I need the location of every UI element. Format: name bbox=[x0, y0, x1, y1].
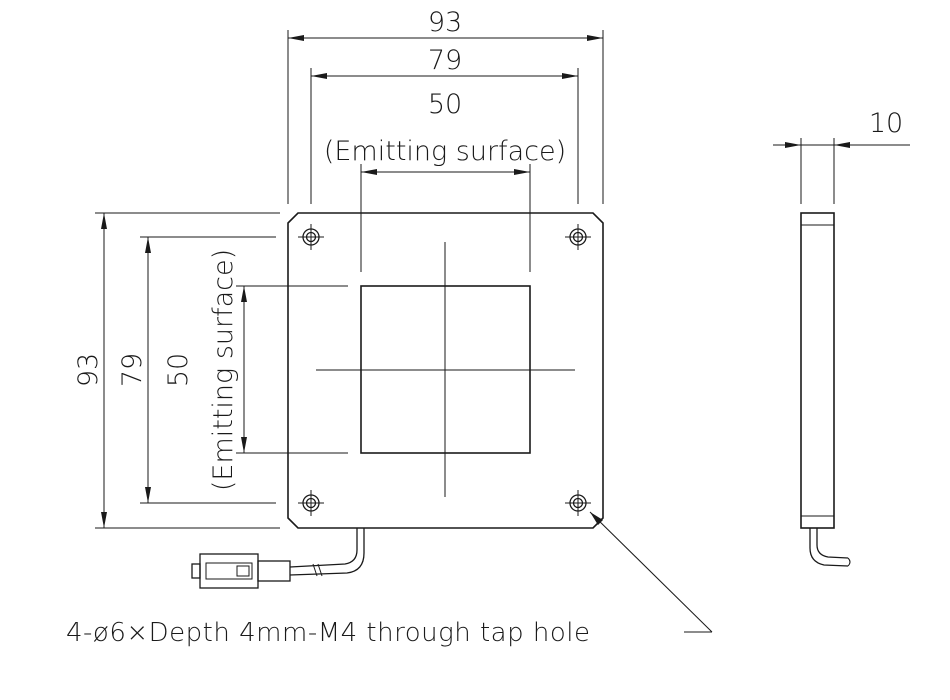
dim-top-emitting-note: (Emitting surface) bbox=[324, 136, 566, 167]
dim-left-overall: 93 bbox=[73, 353, 104, 387]
dim-top-overall: 93 bbox=[428, 7, 462, 38]
dim-left-emitting-note: (Emitting surface) bbox=[208, 249, 239, 491]
cable bbox=[289, 528, 365, 577]
dim-side-thickness: 10 bbox=[869, 108, 903, 139]
mounting-hole-top-left bbox=[298, 224, 324, 250]
dim-top-emitting: 50 bbox=[428, 89, 462, 120]
left-dimensions: 93 79 50 (Emitting surface) bbox=[73, 212, 348, 529]
mounting-hole-top-right bbox=[565, 224, 591, 250]
dim-left-emitting: 50 bbox=[163, 353, 194, 387]
dim-left-hole-pitch: 79 bbox=[117, 353, 148, 387]
side-view: 10 bbox=[773, 108, 910, 567]
top-dimensions: 93 79 50 (Emitting surface) bbox=[287, 7, 604, 272]
hole-callout: 4-ø6×Depth 4mm-M4 through tap hole bbox=[66, 511, 713, 648]
dim-top-hole-pitch: 79 bbox=[428, 45, 462, 76]
leader-line bbox=[589, 511, 713, 633]
mounting-hole-bottom-right bbox=[565, 490, 591, 516]
mounting-hole-bottom-left bbox=[298, 490, 324, 516]
plate-outline bbox=[287, 212, 604, 529]
side-view-body bbox=[800, 212, 835, 529]
front-view bbox=[191, 212, 604, 589]
hole-callout-text: 4-ø6×Depth 4mm-M4 through tap hole bbox=[66, 618, 590, 648]
connector bbox=[191, 553, 291, 589]
